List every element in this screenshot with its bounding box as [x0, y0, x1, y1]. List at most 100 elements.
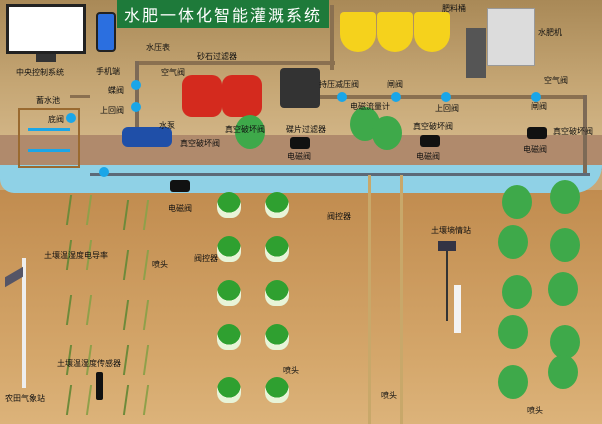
label-phone: 手机端: [96, 67, 120, 76]
monitor-icon: [6, 4, 86, 54]
reservoir-pipe: [70, 95, 90, 98]
label-solenoid-valve: 电磁阀: [168, 204, 192, 213]
lateral-valve-icon[interactable]: [99, 167, 109, 177]
label-soil-ec: 土壤温湿度电导率: [44, 251, 108, 260]
label-pressure-reducing-valve: 持压减压阀: [319, 80, 359, 89]
label-gate-valve-2: 闸阀: [531, 102, 547, 111]
label-soil-moisture-station: 土壤墒情站: [431, 226, 471, 235]
fert-pipe: [330, 5, 334, 70]
fertigation-machine: [487, 8, 535, 66]
label-solenoid-valve: 电磁阀: [287, 152, 311, 161]
label-fertilizer-bucket: 肥料桶: [442, 4, 466, 13]
cabbage: [265, 324, 289, 350]
soil-station-pole: [446, 251, 448, 321]
sugarcane: [400, 175, 403, 424]
grass-crop: [122, 345, 150, 375]
label-vacuum-valve: 真空破坏阀: [180, 139, 220, 148]
solenoid-valve-icon[interactable]: [527, 127, 547, 139]
label-nozzle: 喷头: [527, 406, 543, 415]
label-check-valve: 上回阀: [100, 106, 124, 115]
label-vacuum-valve-3: 真空破坏阀: [413, 122, 453, 131]
gate-valve-2-icon[interactable]: [531, 92, 541, 102]
sand-filter-tank: [182, 75, 222, 117]
phone-icon: [96, 12, 116, 52]
cabbage: [265, 280, 289, 306]
tree-icon: [498, 225, 528, 259]
label-flowmeter: 电磁流量计: [350, 102, 390, 111]
riser-pipe: [135, 61, 139, 131]
monitor-stand: [36, 54, 56, 62]
tree-icon: [372, 116, 402, 150]
label-gate-valve: 闸阀: [387, 80, 403, 89]
solenoid-valve-icon[interactable]: [170, 180, 190, 192]
grass-crop: [122, 250, 150, 280]
grass-crop: [65, 385, 93, 415]
label-nozzle: 喷头: [283, 366, 299, 375]
tree-icon: [498, 365, 528, 399]
fertilizer-tank: [377, 12, 413, 52]
outlet-pipe: [583, 95, 587, 175]
label-weather-station: 农田气象站: [5, 394, 45, 403]
water-pump: [122, 127, 172, 147]
label-soil-sensor: 土壤温湿度传感器: [57, 359, 121, 368]
label-disc-filter: 碟片过滤器: [286, 125, 326, 134]
fertigation-pump: [466, 28, 486, 78]
solenoid-valve-icon[interactable]: [420, 135, 440, 147]
main-pipe-top: [135, 61, 335, 65]
sand-filter-tank: [222, 75, 262, 117]
grass-crop: [65, 195, 93, 225]
weather-station-pole: [22, 258, 26, 388]
cabbage: [265, 236, 289, 262]
label-air-valve: 空气阀: [161, 68, 185, 77]
label-valve-controller: 阀控器: [194, 254, 218, 263]
tree-icon: [502, 275, 532, 309]
label-nozzle: 喷头: [381, 391, 397, 400]
tree-icon: [235, 115, 265, 149]
label-reservoir: 蓄水池: [36, 96, 60, 105]
cabbage: [217, 192, 241, 218]
tree-icon: [498, 315, 528, 349]
tree-icon: [550, 180, 580, 214]
label-air-valve-2: 空气阀: [544, 76, 568, 85]
grass-crop: [65, 295, 93, 325]
tree-icon: [548, 355, 578, 389]
label-solenoid-valve: 电磁阀: [523, 145, 547, 154]
label-sand-filter: 砂石过滤器: [197, 52, 237, 61]
check-valve-2-icon[interactable]: [441, 92, 451, 102]
label-nozzle: 喷头: [152, 260, 168, 269]
grass-crop: [122, 385, 150, 415]
solenoid-valve-icon[interactable]: [290, 137, 310, 149]
label-foot-valve: 底阀: [48, 115, 64, 124]
label-solenoid-valve: 电磁阀: [416, 152, 440, 161]
grass-crop: [122, 200, 150, 230]
label-central-control: 中央控制系统: [16, 68, 64, 77]
cabbage: [217, 377, 241, 403]
tree-icon: [502, 185, 532, 219]
fertilizer-tank: [340, 12, 376, 52]
label-pressure-gauge: 水压表: [146, 43, 170, 52]
soil-sensor-icon: [96, 372, 103, 400]
sugarcane: [368, 175, 371, 424]
cabbage: [217, 280, 241, 306]
cabbage: [217, 324, 241, 350]
cabbage: [217, 236, 241, 262]
lateral-pipe: [90, 173, 590, 176]
grass-crop: [122, 300, 150, 330]
butterfly-valve-icon[interactable]: [131, 80, 141, 90]
foot-valve-icon[interactable]: [66, 113, 76, 123]
reservoir: [18, 108, 80, 168]
gate-valve-icon[interactable]: [391, 92, 401, 102]
disc-filter: [280, 68, 320, 108]
page-title: 水肥一体化智能灌溉系统: [117, 0, 329, 28]
label-pump: 水泵: [159, 121, 175, 130]
check-valve-icon[interactable]: [131, 102, 141, 112]
tree-icon: [550, 325, 580, 359]
label-check-valve-2: 上回阀: [435, 104, 459, 113]
label-fertigation-machine: 水肥机: [538, 28, 562, 37]
label-vacuum-valve-4: 真空破坏阀: [553, 127, 593, 136]
cabbage: [265, 192, 289, 218]
label-valve-controller-2: 阀控器: [327, 212, 351, 221]
pressure-reducing-valve-icon[interactable]: [337, 92, 347, 102]
cabbage: [265, 377, 289, 403]
fertilizer-tank: [414, 12, 450, 52]
